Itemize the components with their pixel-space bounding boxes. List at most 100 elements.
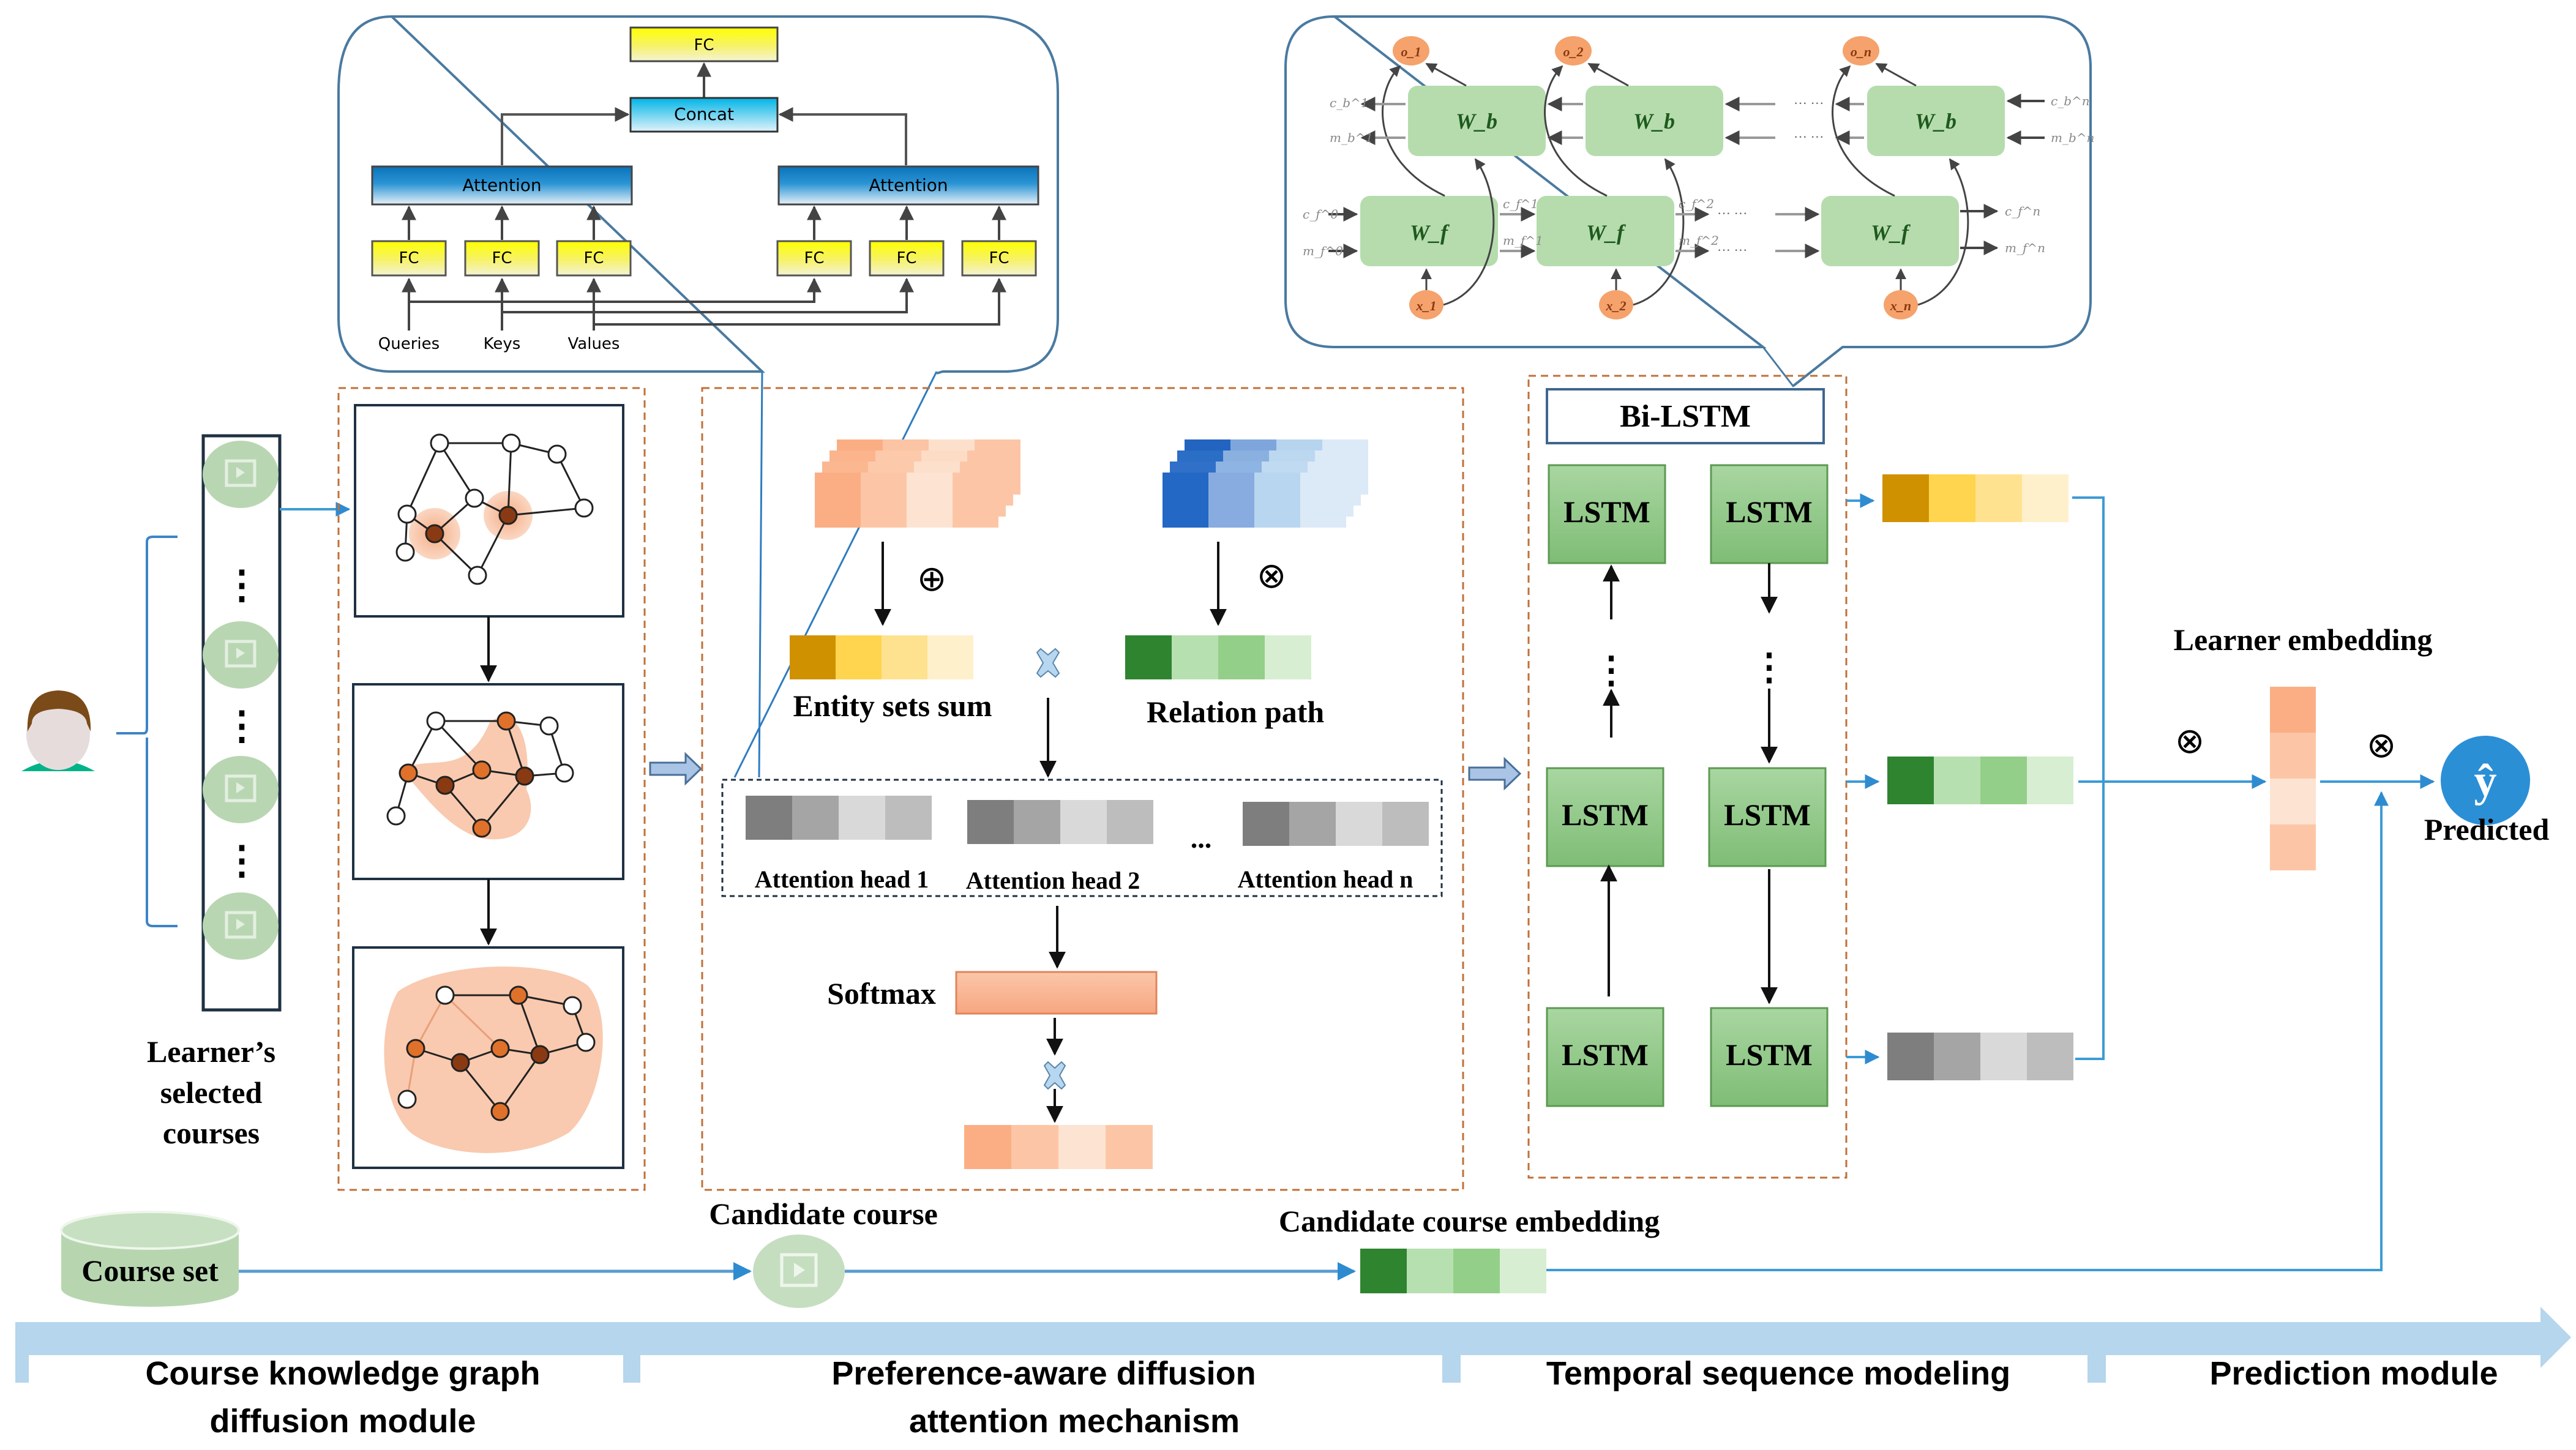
play-frame-icon xyxy=(225,459,256,487)
fc-label: FC xyxy=(399,249,419,267)
attention-block-right xyxy=(777,165,1039,206)
entity-embedding-stack-cell xyxy=(861,473,907,528)
graph-edge xyxy=(481,775,526,829)
backward-cell xyxy=(1408,86,1546,156)
state-label: c_f^0 xyxy=(1303,207,1338,222)
attention-output-cell xyxy=(1106,1125,1153,1169)
preference-attention-panel: ⊕ ⊗ Entity sets sum Relation path Attent… xyxy=(701,387,1464,1191)
candidate-course-label: Candidate course xyxy=(709,1197,938,1231)
flow-arrow-icon xyxy=(649,752,703,786)
attention-heads-group xyxy=(721,779,1443,897)
play-icon xyxy=(236,467,245,478)
graph-node xyxy=(472,760,492,780)
candidate-course-embedding-vector xyxy=(1360,1249,1546,1293)
state-label: c_f^2 xyxy=(1679,196,1714,211)
bilstm-title-box xyxy=(1546,388,1825,444)
forward-cell-label: W_f xyxy=(1410,220,1450,245)
lstm-cell-label: LSTM xyxy=(1562,1037,1649,1072)
fc-label: FC xyxy=(896,249,916,267)
lstm-cell-label: LSTM xyxy=(1726,495,1813,529)
backward-cell-label: W_b xyxy=(1915,109,1956,133)
candidate-embedding-label: Candidate course embedding xyxy=(1279,1204,1660,1238)
fc-output-block xyxy=(629,26,779,62)
output-node-label: o_2 xyxy=(1563,44,1584,59)
output-node-label: o_1 xyxy=(1401,44,1421,59)
graph-node xyxy=(498,506,518,525)
entity-sum-cell xyxy=(882,635,927,679)
selected-courses-label-1: Learner’s xyxy=(147,1034,275,1069)
plus-operator-icon: ⊕ xyxy=(917,558,947,599)
state-label: m_f^2 xyxy=(1679,233,1719,248)
ellipsis: ··· ··· xyxy=(1794,129,1824,144)
graph-node xyxy=(435,775,455,795)
state-label: m_f^n xyxy=(2005,241,2045,255)
course-dots: ⋮ xyxy=(222,839,261,882)
output-node-label: o_n xyxy=(1851,44,1871,59)
stage-1-line-1: Course knowledge graph xyxy=(145,1355,540,1392)
graph-edge xyxy=(459,1062,501,1112)
course-dots: ⋮ xyxy=(222,563,261,607)
play-icon xyxy=(236,782,245,793)
fc-label: FC xyxy=(989,249,1009,267)
lstm-output-forward-cell xyxy=(1882,474,1929,522)
graph-node xyxy=(547,444,567,464)
lstm-cell xyxy=(1710,1007,1829,1107)
input-node xyxy=(1599,290,1633,320)
backward-cell xyxy=(1586,86,1723,156)
graph-edge xyxy=(476,515,509,576)
forward-cell-label: W_f xyxy=(1871,220,1911,245)
lstm-output-backward-cell xyxy=(1934,1033,1980,1080)
graph-node xyxy=(451,1053,470,1072)
relation-path-vector xyxy=(1125,635,1311,679)
graph-node xyxy=(397,504,417,524)
attention-head-n-label: Attention head n xyxy=(1238,865,1413,893)
callout-pointer-right xyxy=(733,371,938,778)
graph-edge xyxy=(507,443,512,516)
forward-cell-label: W_f xyxy=(1586,220,1626,245)
entity-sets-sum-label: Entity sets sum xyxy=(793,689,992,723)
relation-path-cell xyxy=(1218,635,1265,679)
lstm-cell-label: LSTM xyxy=(1563,495,1650,529)
multiply-icon xyxy=(1043,1061,1066,1090)
lstm-cell-label: LSTM xyxy=(1562,798,1649,832)
graph-edge xyxy=(435,720,483,771)
relation-path-cell xyxy=(1265,635,1311,679)
backward-cell-label: W_b xyxy=(1633,109,1675,133)
lstm-output-concat-cell xyxy=(2027,757,2073,804)
play-icon xyxy=(236,648,245,659)
callout-pointer-left xyxy=(758,371,763,778)
graph-edge xyxy=(507,507,585,517)
knowledge-graph-panel xyxy=(337,387,646,1191)
times-operator-icon: ⊗ xyxy=(1257,555,1287,596)
input-values: Values xyxy=(568,335,620,353)
attention-head-n-cell xyxy=(1382,802,1429,846)
input-queries: Queries xyxy=(378,335,440,353)
lstm-left-vdots: ⋮ xyxy=(1593,650,1630,690)
fc-label: FC xyxy=(804,249,824,267)
graph-edge xyxy=(556,454,585,509)
lstm-output-concat-cell xyxy=(1980,757,2027,804)
attention-head-2-cell xyxy=(1107,800,1153,844)
state-label: m_f^1 xyxy=(1503,233,1543,248)
candidate-embedding-cell xyxy=(1360,1249,1407,1293)
ellipsis: ··· ··· xyxy=(1794,95,1824,111)
fc-label: FC xyxy=(492,249,512,267)
fc-block xyxy=(371,240,447,277)
graph-edge xyxy=(438,443,476,499)
lstm-cell xyxy=(1548,464,1666,564)
learner-embedding-vector xyxy=(2270,687,2316,870)
graph-node xyxy=(406,1039,425,1058)
entity-embedding-stack-cell xyxy=(907,473,953,528)
graph-node xyxy=(496,711,516,731)
attention-head-1-cell xyxy=(885,796,932,840)
lstm-cell xyxy=(1710,464,1829,564)
course-set-label: Course set xyxy=(81,1254,219,1288)
graph-node xyxy=(430,433,449,453)
lstm-output-forward-cell xyxy=(1929,474,1975,522)
attention-head-2-label: Attention head 2 xyxy=(966,867,1140,894)
input-node-label: x_1 xyxy=(1416,298,1437,313)
attention-output-cell xyxy=(964,1125,1011,1169)
